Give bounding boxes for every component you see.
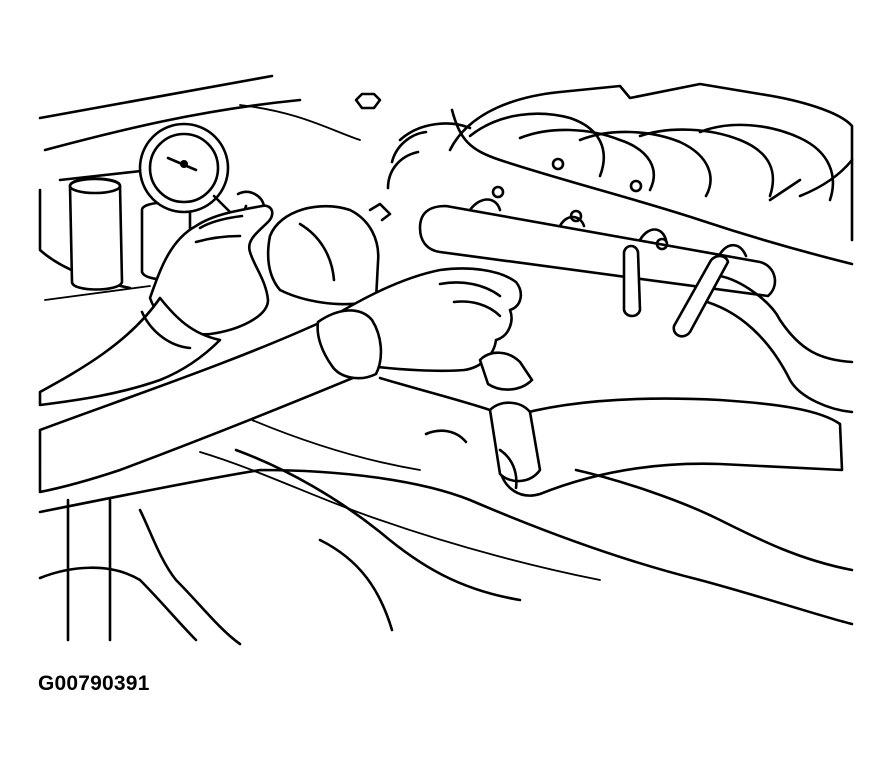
engine-block	[38, 376, 854, 646]
reservoir-cap	[68, 177, 192, 291]
fuel-rail	[418, 157, 777, 298]
figure-id-label: G00790391	[38, 672, 150, 695]
engine-bay-outline	[38, 74, 361, 301]
right-arm	[38, 309, 383, 494]
throttle-body	[266, 202, 392, 306]
bolt	[354, 92, 382, 110]
radiator-hose	[488, 397, 844, 497]
vacuum-gauge	[138, 122, 266, 217]
vacuum-hoses	[622, 158, 854, 414]
left-arm	[38, 296, 222, 407]
left-hand	[148, 204, 274, 336]
engine-illustration	[38, 74, 854, 646]
